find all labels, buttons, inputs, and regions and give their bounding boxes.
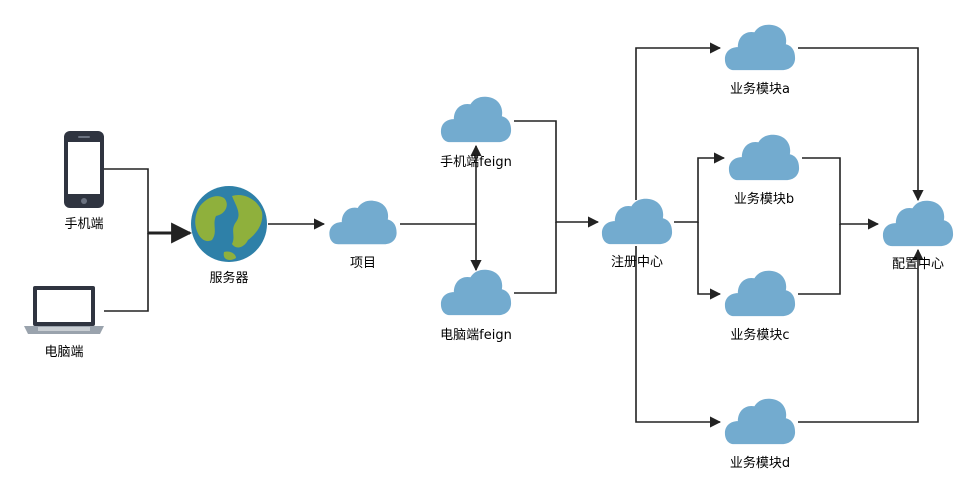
- edge-pc-server: [104, 233, 149, 312]
- edge-registry-module-b: [674, 152, 726, 223]
- label-project: 项目: [350, 256, 376, 271]
- label-mobile: 手机端: [64, 217, 103, 232]
- label-registry: 注册中心: [611, 255, 663, 270]
- edge-module-d-config: [798, 248, 924, 423]
- edge-mobile-feign-registry: [514, 120, 600, 228]
- label-server: 服务器: [209, 270, 248, 286]
- edge-registry-module-d: [635, 246, 722, 428]
- connectors: [104, 42, 924, 428]
- label-mobile-feign: 手机端feign: [440, 155, 512, 170]
- cloud-icon: [724, 24, 796, 71]
- edge-pc-feign-registry: [514, 222, 557, 294]
- label-config: 配置中心: [892, 257, 944, 272]
- smartphone-icon: [64, 131, 104, 208]
- edge-module-c-config: [798, 224, 841, 295]
- cloud-icon: [724, 398, 796, 445]
- cloud-icon: [440, 269, 512, 316]
- cloud-icon: [882, 200, 954, 247]
- cloud-icon: [601, 198, 673, 245]
- label-pc: 电脑端: [44, 345, 83, 360]
- label-module-d: 业务模块d: [730, 455, 790, 471]
- label-module-c: 业务模块c: [730, 327, 789, 343]
- cloud-icon: [440, 96, 512, 143]
- label-pc-feign: 电脑端feign: [440, 328, 512, 343]
- edge-registry-module-c: [697, 222, 722, 300]
- edge-registry-module-a: [635, 42, 722, 200]
- label-module-a: 业务模块a: [730, 81, 790, 97]
- cloud-icon: [724, 270, 796, 317]
- globe-icon: [191, 186, 267, 262]
- edge-module-b-config: [802, 157, 880, 230]
- cloud-icon: [329, 200, 397, 245]
- cloud-icon: [728, 134, 800, 181]
- label-module-b: 业务模块b: [734, 191, 794, 207]
- edge-module-a-config: [798, 47, 924, 202]
- laptop-icon: [24, 286, 104, 334]
- edge-mobile-server: [104, 168, 192, 239]
